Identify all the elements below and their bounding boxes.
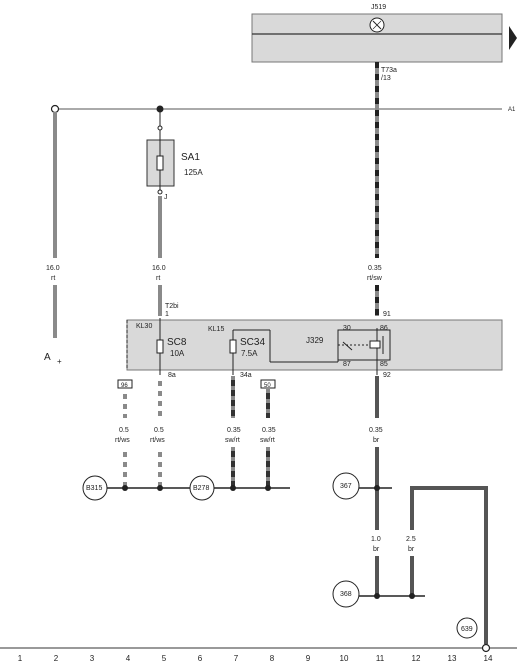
wire-color-col4: rt/ws <box>115 437 130 444</box>
svg-text:639: 639 <box>461 626 473 633</box>
ground-b315: B315 <box>82 475 195 501</box>
sa1-rating: 125A <box>184 168 203 177</box>
wire-color-col5: rt/ws <box>150 437 165 444</box>
column-number: 5 <box>162 654 167 662</box>
wire-size-col4: 0.5 <box>119 427 129 434</box>
relay-pin-87: 87 <box>343 361 351 368</box>
pin-8a: 8a <box>168 372 176 379</box>
wire-size-col12: 2.5 <box>406 536 416 543</box>
svg-text:B278: B278 <box>193 485 209 492</box>
wire-color-col12: br <box>408 546 415 553</box>
wire-size-col11b: 1.0 <box>371 536 381 543</box>
j519-control-unit: J519 <box>251 4 517 63</box>
wire-color-col7: sw/rt <box>225 437 240 444</box>
column-number: 8 <box>270 654 275 662</box>
column-number: 6 <box>198 654 203 662</box>
j519-output-wire: T73a /13 0.35 rt/sw 91 <box>367 62 397 318</box>
wire-color-sa1: rt <box>156 275 160 282</box>
fuse-icon <box>156 155 164 171</box>
column-number: 2 <box>54 654 59 662</box>
column-number: 9 <box>306 654 311 662</box>
relay-coil-icon <box>369 340 381 349</box>
battery-wire: 16.0 rt A + <box>44 112 62 366</box>
ground-b278: B278 <box>189 475 290 501</box>
connector-t73a-pin: /13 <box>381 75 391 82</box>
ground-367: 367 <box>332 472 392 500</box>
connector-t2bi: T2bi <box>165 303 179 310</box>
sc34-label: SC34 <box>240 337 265 348</box>
connector-t2bi-pin: 1 <box>165 311 169 318</box>
page-continuation-arrow-icon <box>509 26 517 50</box>
fuse-icon <box>229 339 237 354</box>
wire-size-col7: 0.35 <box>227 427 241 434</box>
sa1-pin: J <box>164 194 168 201</box>
wire-col4: 0.5 rt/ws <box>115 389 130 488</box>
column-number: 12 <box>412 654 421 662</box>
pin-92: 92 <box>383 372 391 379</box>
column-number: 1 <box>18 654 23 662</box>
svg-text:368: 368 <box>340 591 352 598</box>
column-number: 10 <box>340 654 349 662</box>
relay-pin-85: 85 <box>380 361 388 368</box>
column-number: 14 <box>484 654 493 662</box>
relay-pin-86: 86 <box>380 325 388 332</box>
positive-bus: A1 <box>50 104 516 114</box>
wire-col5: 0.5 rt/ws <box>150 376 165 488</box>
fuse-icon <box>156 339 164 354</box>
wire-size-col5: 0.5 <box>154 427 164 434</box>
bus-label-a1: A1 <box>508 107 516 113</box>
column-number: 4 <box>126 654 131 662</box>
svg-text:367: 367 <box>340 483 352 490</box>
sc8-rating: 10A <box>170 349 185 358</box>
j329-label: J329 <box>306 336 324 345</box>
wire-color-a: rt <box>51 275 55 282</box>
battery-polarity: + <box>57 357 62 366</box>
ref-box-50: 50 <box>260 379 276 389</box>
wire-color-j519: rt/sw <box>367 275 383 282</box>
svg-text:96: 96 <box>121 383 128 389</box>
battery-label: A <box>44 352 51 363</box>
svg-text:50: 50 <box>264 383 271 389</box>
svg-text:B315: B315 <box>86 485 102 492</box>
wire-size-col11: 0.35 <box>369 427 383 434</box>
column-number: 3 <box>90 654 95 662</box>
kl30-label: KL30 <box>136 323 152 330</box>
sc8-label: SC8 <box>167 337 187 348</box>
ground-368: 368 <box>332 580 425 608</box>
pin-91: 91 <box>383 311 391 318</box>
sa1-label: SA1 <box>181 152 200 163</box>
sa1-fuse-branch: SA1 125A J 16.0 rt T2bi 1 <box>146 112 203 318</box>
wire-color-col11b: br <box>373 546 380 553</box>
pin-34a: 34a <box>240 372 252 379</box>
wire-col12: 2.5 br <box>406 486 488 644</box>
column-number: 7 <box>234 654 239 662</box>
wire-color-col8: sw/rt <box>260 437 275 444</box>
wire-color-col11: br <box>373 437 380 444</box>
ground-639: 639 <box>456 617 478 639</box>
kl15-label: KL15 <box>208 326 224 333</box>
wire-size-sa1: 16.0 <box>152 265 166 272</box>
wire-col8: 0.35 sw/rt <box>260 389 276 488</box>
wire-col7: 0.35 sw/rt <box>225 376 241 488</box>
ref-box-96: 96 <box>117 379 133 389</box>
wire-size-j519: 0.35 <box>368 265 382 272</box>
j519-label: J519 <box>371 4 386 11</box>
wire-size-col8: 0.35 <box>262 427 276 434</box>
column-number: 13 <box>448 654 457 662</box>
connector-t73a: T73a <box>381 67 397 74</box>
column-number: 11 <box>376 654 385 662</box>
relay-pin-30: 30 <box>343 325 351 332</box>
wire-size-a: 16.0 <box>46 265 60 272</box>
sc34-rating: 7.5A <box>241 349 258 358</box>
ground-bus <box>0 643 517 653</box>
fuse-relay-carrier: KL30 SC8 10A 8a KL15 SC34 7.5A 34a J329 … <box>126 318 503 379</box>
